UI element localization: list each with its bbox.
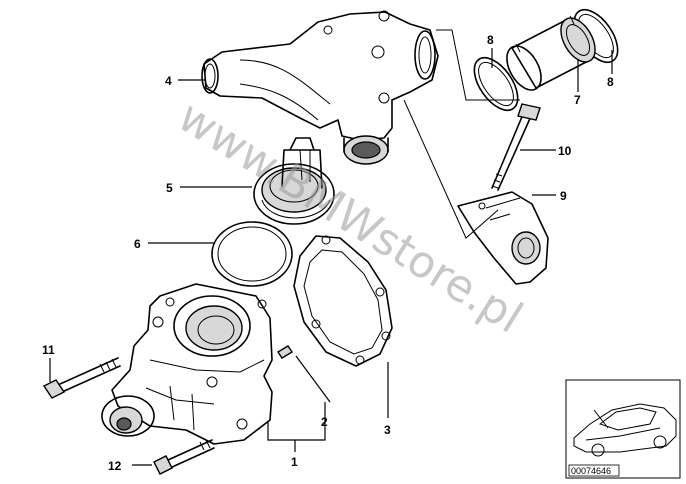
o-ring-left[interactable] <box>466 50 527 118</box>
callout-12: 12 <box>108 459 122 473</box>
leader-lines <box>49 48 613 466</box>
callout-7: 7 <box>574 93 581 107</box>
bolt-long[interactable] <box>491 103 541 191</box>
thermostat[interactable] <box>253 137 335 225</box>
dowel-pin[interactable] <box>277 345 293 359</box>
callout-6: 6 <box>134 237 141 251</box>
callout-9: 9 <box>560 189 567 203</box>
vehicle-thumbnail: 00074646 <box>565 379 681 479</box>
callout-4: 4 <box>165 74 172 88</box>
thermostat-housing[interactable] <box>201 10 439 165</box>
callout-8-left: 8 <box>487 33 494 47</box>
callout-5: 5 <box>166 181 173 195</box>
watermark: www.BMWstore.pl <box>169 91 531 344</box>
callout-8-right: 8 <box>607 75 614 89</box>
callout-labels: 4 5 6 8 8 7 10 9 11 12 1 2 3 <box>42 33 614 473</box>
callout-2: 2 <box>321 415 328 429</box>
reference-number: 00074646 <box>571 466 611 476</box>
pump-gasket[interactable] <box>293 235 393 367</box>
bolt-12[interactable] <box>153 439 215 475</box>
bolt-11[interactable] <box>42 357 121 399</box>
callout-10: 10 <box>558 144 572 158</box>
callout-1: 1 <box>291 455 298 469</box>
callout-3: 3 <box>384 423 391 437</box>
assembly-guide-lines <box>403 29 520 239</box>
bracket[interactable] <box>457 191 549 285</box>
connection-pipe[interactable] <box>500 12 602 96</box>
callout-11: 11 <box>42 343 55 357</box>
o-ring-housing[interactable] <box>211 221 293 287</box>
water-pump[interactable] <box>101 283 273 445</box>
